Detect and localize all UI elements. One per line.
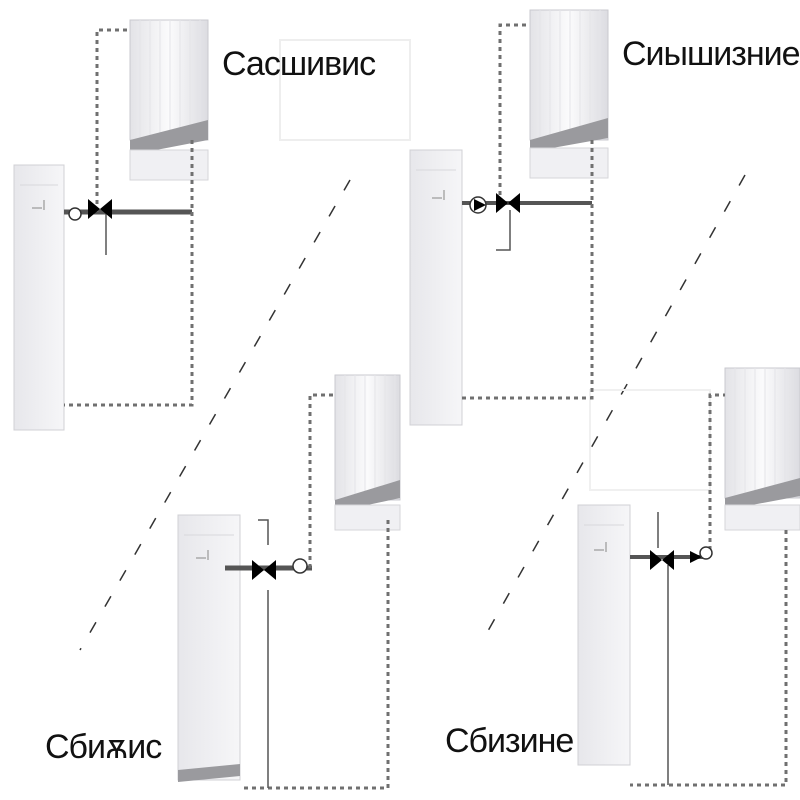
flow-arrow-icon	[474, 199, 486, 211]
valve-icon	[252, 560, 276, 580]
faint-frame	[589, 389, 711, 491]
caption-top-right: Сиышизние	[622, 35, 800, 73]
radiator-panel	[334, 374, 401, 531]
scheme-top-left: Сасшивис	[13, 19, 377, 431]
boiler-column	[577, 504, 631, 766]
pipework	[64, 28, 194, 407]
balancing-valve-icon	[292, 558, 308, 574]
boiler-column	[177, 514, 241, 782]
flow-arrow-icon	[690, 551, 702, 563]
radiator-panel	[129, 19, 209, 181]
boiler-column	[409, 149, 463, 426]
scheme-top-right: Сиышизние	[409, 9, 800, 426]
valve-icon	[88, 199, 112, 219]
boiler-column	[13, 164, 65, 431]
scheme-bottom-left: Сбиѫис	[45, 374, 401, 790]
diagonal-separator-left	[79, 179, 351, 651]
valve-icon	[496, 193, 520, 213]
faint-frame	[279, 39, 411, 141]
caption-top-left: Сасшивис	[222, 45, 376, 83]
caption-bottom-right: Сбизине	[445, 722, 573, 760]
balancing-valve-icon	[68, 207, 82, 221]
valve-icon	[650, 550, 674, 570]
balancing-valve-icon	[699, 546, 713, 560]
radiator-panel	[529, 9, 609, 179]
caption-bottom-left: Сбиѫис	[45, 728, 162, 766]
radiator-panel	[724, 367, 800, 531]
scheme-bottom-right: Сбизине	[445, 367, 800, 787]
